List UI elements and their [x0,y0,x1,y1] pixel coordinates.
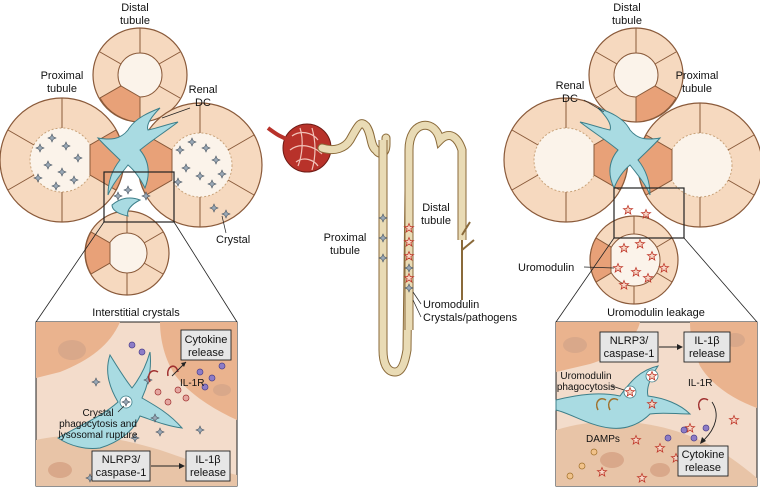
center-crystals-pathogens-label: Crystals/pathogens [423,312,518,324]
right-zoom-box [613,187,685,239]
right-proximal-label-1: Proximal [676,70,719,82]
right-phago-label-1: Uromodulin [560,371,611,382]
right-damps-label: DAMPs [586,434,620,445]
right-nlrp3-label-2: caspase-1 [604,348,655,360]
left-proximal-label-1: Proximal [41,70,84,82]
left-tubule-section: Distal tubule Proximal tubule Renal DC C… [0,2,263,323]
right-phago-label-2: phagocytosis [557,382,615,393]
left-il1b-label-1: IL-1β [195,454,220,466]
right-proximal-tubule-right [637,102,760,228]
right-nlrp3-box [599,331,659,363]
right-inset-dc-cell [555,365,692,429]
right-bottom-tubule [589,215,679,305]
right-distal-label-2: tubule [612,15,642,27]
right-distal-label-1: Distal [613,2,641,14]
right-inset-uromodulin-leakage: Uromodulin leakage NLRP3/ caspase-1 IL-1… [555,307,758,487]
left-phago-label-1: Crystal [82,408,113,419]
left-il1b-box [185,450,231,482]
right-cytokine-label-2: release [685,462,721,474]
right-nlrp3-label-1: NLRP3/ [610,335,649,347]
center-proximal-label-1: Proximal [324,232,367,244]
left-distal-label-1: Distal [121,2,149,14]
right-inset-title: Uromodulin leakage [607,307,705,319]
left-nlrp3-label-2: caspase-1 [96,467,147,479]
right-uromodulin-label: Uromodulin [518,262,574,274]
center-nephron: Proximal tubule Distal tubule Uromodulin… [266,119,518,377]
left-proximal-label-2: tubule [47,83,77,95]
left-phago-label-2: phagocytosis and [59,419,137,430]
left-inset-cytokine-dots [128,341,226,406]
right-il1r-label: IL-1R [688,378,712,389]
left-proximal-tubule-2 [137,102,263,228]
right-renal-dc-label-2: DC [562,93,578,105]
left-crystal-label: Crystal [216,234,250,246]
left-phago-label-3: lysosomal rupture [59,430,138,441]
left-cytokine-label-1: Cytokine [185,334,228,346]
right-proximal-label-2: tubule [682,83,712,95]
right-il1b-label-1: IL-1β [694,335,719,347]
left-renal-dc [96,107,179,196]
left-distal-label-2: tubule [120,15,150,27]
left-cytokine-label-2: release [188,347,224,359]
right-tubule-section: Distal tubule Proximal tubule Renal DC U… [503,2,760,323]
center-distal-label-2: tubule [421,215,451,227]
left-il1r-label: IL-1R [180,378,204,389]
center-proximal-label-2: tubule [330,245,360,257]
right-il1b-label-2: release [689,348,725,360]
right-inset-damp-dots [566,424,710,480]
left-renal-dc-label-2: DC [195,97,211,109]
left-cytokine-release-box [180,329,232,361]
left-inset-title: Interstitial crystals [92,307,180,319]
center-distal-label-1: Distal [422,202,450,214]
left-nlrp3-label-1: NLRP3/ [102,454,141,466]
right-cytokine-release-box [677,445,729,477]
right-renal-dc-label-1: Renal [556,80,585,92]
left-zoom-box [103,171,175,223]
left-bottom-tubule [84,210,170,296]
center-uromodulin-label: Uromodulin [423,299,479,311]
right-il1b-box [683,331,731,363]
left-inset-interstitial-crystals: Interstitial crystals Cytokine release I… [35,307,238,487]
left-nlrp3-box [91,450,151,482]
right-cytokine-label-1: Cytokine [682,449,725,461]
left-proximal-tubule [0,97,125,223]
left-distal-tubule [92,27,188,123]
left-il1b-label-2: release [190,467,226,479]
left-renal-dc-label-1: Renal [189,84,218,96]
right-distal-tubule [588,27,684,123]
